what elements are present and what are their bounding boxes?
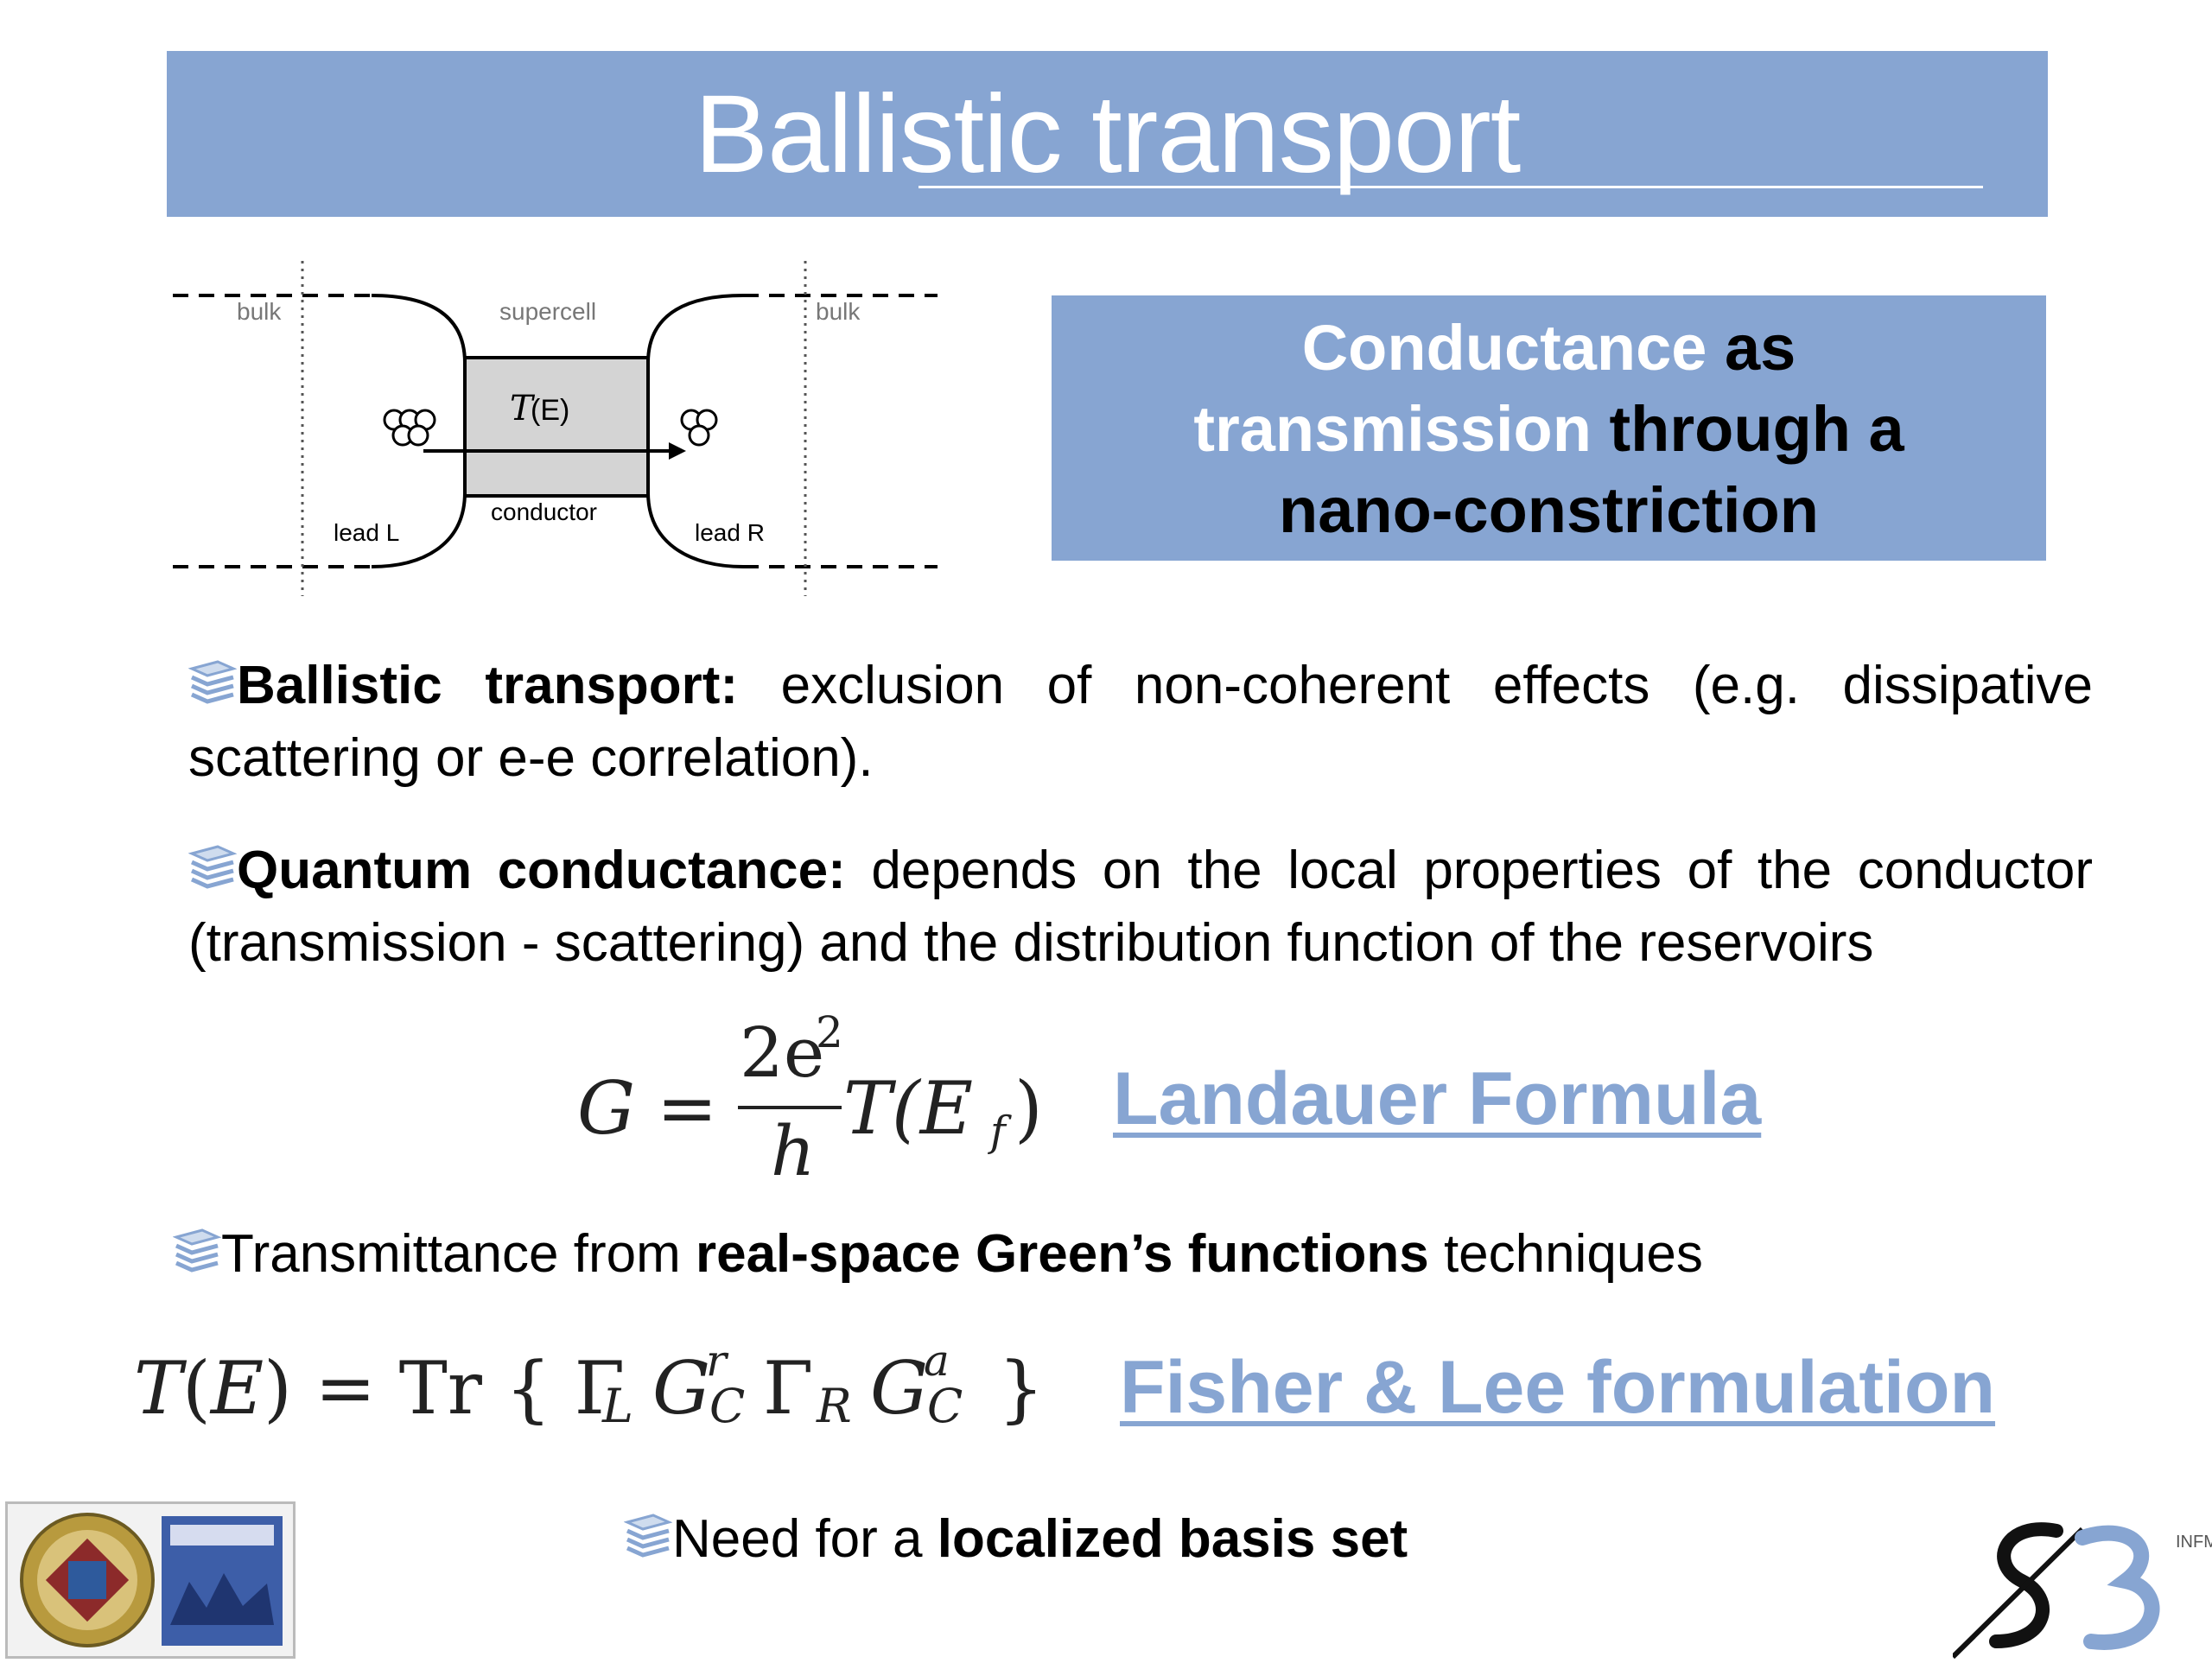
fl-lhs: T(E) = Tr { Γ: [134, 1346, 626, 1431]
basis-pre: Need for a: [672, 1509, 938, 1569]
fl-sup-a: a: [924, 1336, 950, 1386]
eq-equals: =: [657, 1066, 718, 1151]
label-lead-right: lead R: [695, 519, 765, 546]
concept-nano: nano-constriction: [1279, 474, 1819, 546]
eq-rhs-sub: f: [990, 1108, 1006, 1156]
eq-G: G: [577, 1066, 636, 1151]
electrons-left: [383, 409, 436, 447]
s3-logo-mark: [1950, 1522, 2160, 1660]
eq-denominator: h: [771, 1111, 816, 1191]
bullet-quantum-title: Quantum conductance:: [237, 841, 846, 900]
label-bulk-left: bulk: [237, 298, 282, 325]
book-stack-icon: [173, 1228, 221, 1273]
label-transmission-symbol: T: [510, 389, 536, 428]
title-bar: Ballistic transport: [167, 51, 2048, 217]
basis-bold: localized basis set: [937, 1509, 1408, 1569]
title-underline: [918, 186, 1983, 188]
bullet-quantum: Quantum conductance: depends on the loca…: [188, 835, 2093, 980]
s3-logo: INFM: [1950, 1512, 2212, 1660]
concept-through: through a: [1591, 393, 1904, 465]
conductor-diagram: bulk bulk supercell conductor lead L lea…: [173, 261, 938, 596]
concept-box: Conductance as transmission through a na…: [1052, 295, 2046, 561]
fl-gamma-R: Γ: [763, 1346, 814, 1431]
book-stack-icon: [624, 1514, 672, 1558]
fl-sub-L: L: [602, 1379, 633, 1433]
bullet-ballistic-title: Ballistic transport:: [237, 656, 739, 715]
fisher-lee-link[interactable]: Fisher & Lee formulation: [1120, 1346, 1996, 1429]
landauer-equation: G = 2e 2 h T(E f ): [577, 1007, 1061, 1194]
concept-transmission: transmission: [1193, 393, 1592, 465]
fl-sup-r: r: [706, 1336, 727, 1386]
fl-sub-C2: C: [927, 1379, 963, 1433]
concept-conductance: Conductance: [1301, 312, 1707, 384]
slide-title: Ballistic transport: [694, 73, 1522, 196]
bullet-transmittance: Transmittance from real-space Green’s fu…: [173, 1218, 1901, 1291]
fl-G1: G: [652, 1346, 711, 1431]
landauer-formula-link[interactable]: Landauer Formula: [1113, 1057, 1762, 1140]
label-bulk-right: bulk: [816, 298, 861, 325]
conductor-box: [463, 356, 650, 498]
eq-rhs: T(E: [843, 1066, 974, 1151]
bullet-quantum-text: depends on the local properties of the c…: [188, 841, 2093, 973]
label-supercell: supercell: [499, 298, 596, 325]
book-stack-icon: [188, 845, 237, 889]
fl-sub-C1: C: [709, 1379, 746, 1433]
fl-G2: G: [870, 1346, 929, 1431]
fl-close: }: [998, 1346, 1045, 1431]
electrons-right: [680, 409, 718, 447]
bullet-ballistic-text: exclusion of non-coherent effects (e.g. …: [188, 656, 2093, 788]
eq-numerator-sup: 2: [816, 1007, 843, 1057]
institution-images: [5, 1501, 296, 1659]
bullet-basis: Need for a localized basis set: [624, 1503, 1661, 1576]
fl-sub-R: R: [817, 1379, 852, 1433]
label-transmission-arg: (E): [531, 394, 569, 427]
eq-rhs-close: ): [1014, 1066, 1043, 1151]
concept-as: as: [1707, 312, 1796, 384]
book-stack-icon: [188, 660, 237, 704]
transmittance-post: techniques: [1428, 1224, 1703, 1284]
label-lead-left: lead L: [334, 519, 399, 546]
transmittance-pre: Transmittance from: [221, 1224, 696, 1284]
label-conductor: conductor: [491, 498, 597, 525]
infm-tag: INFM: [2176, 1533, 2212, 1552]
fisher-lee-equation: T(E) = Tr { Γ L G r C Γ R G a C }: [134, 1336, 1050, 1451]
seal-emblem: [20, 1513, 283, 1647]
transmittance-bold: real-space Green’s functions: [695, 1224, 1429, 1284]
arrow-head: [669, 442, 686, 460]
bullet-ballistic: Ballistic transport: exclusion of non-co…: [188, 650, 2093, 795]
eq-numerator: 2e: [740, 1012, 825, 1093]
eq-fraction-bar: [738, 1106, 842, 1109]
